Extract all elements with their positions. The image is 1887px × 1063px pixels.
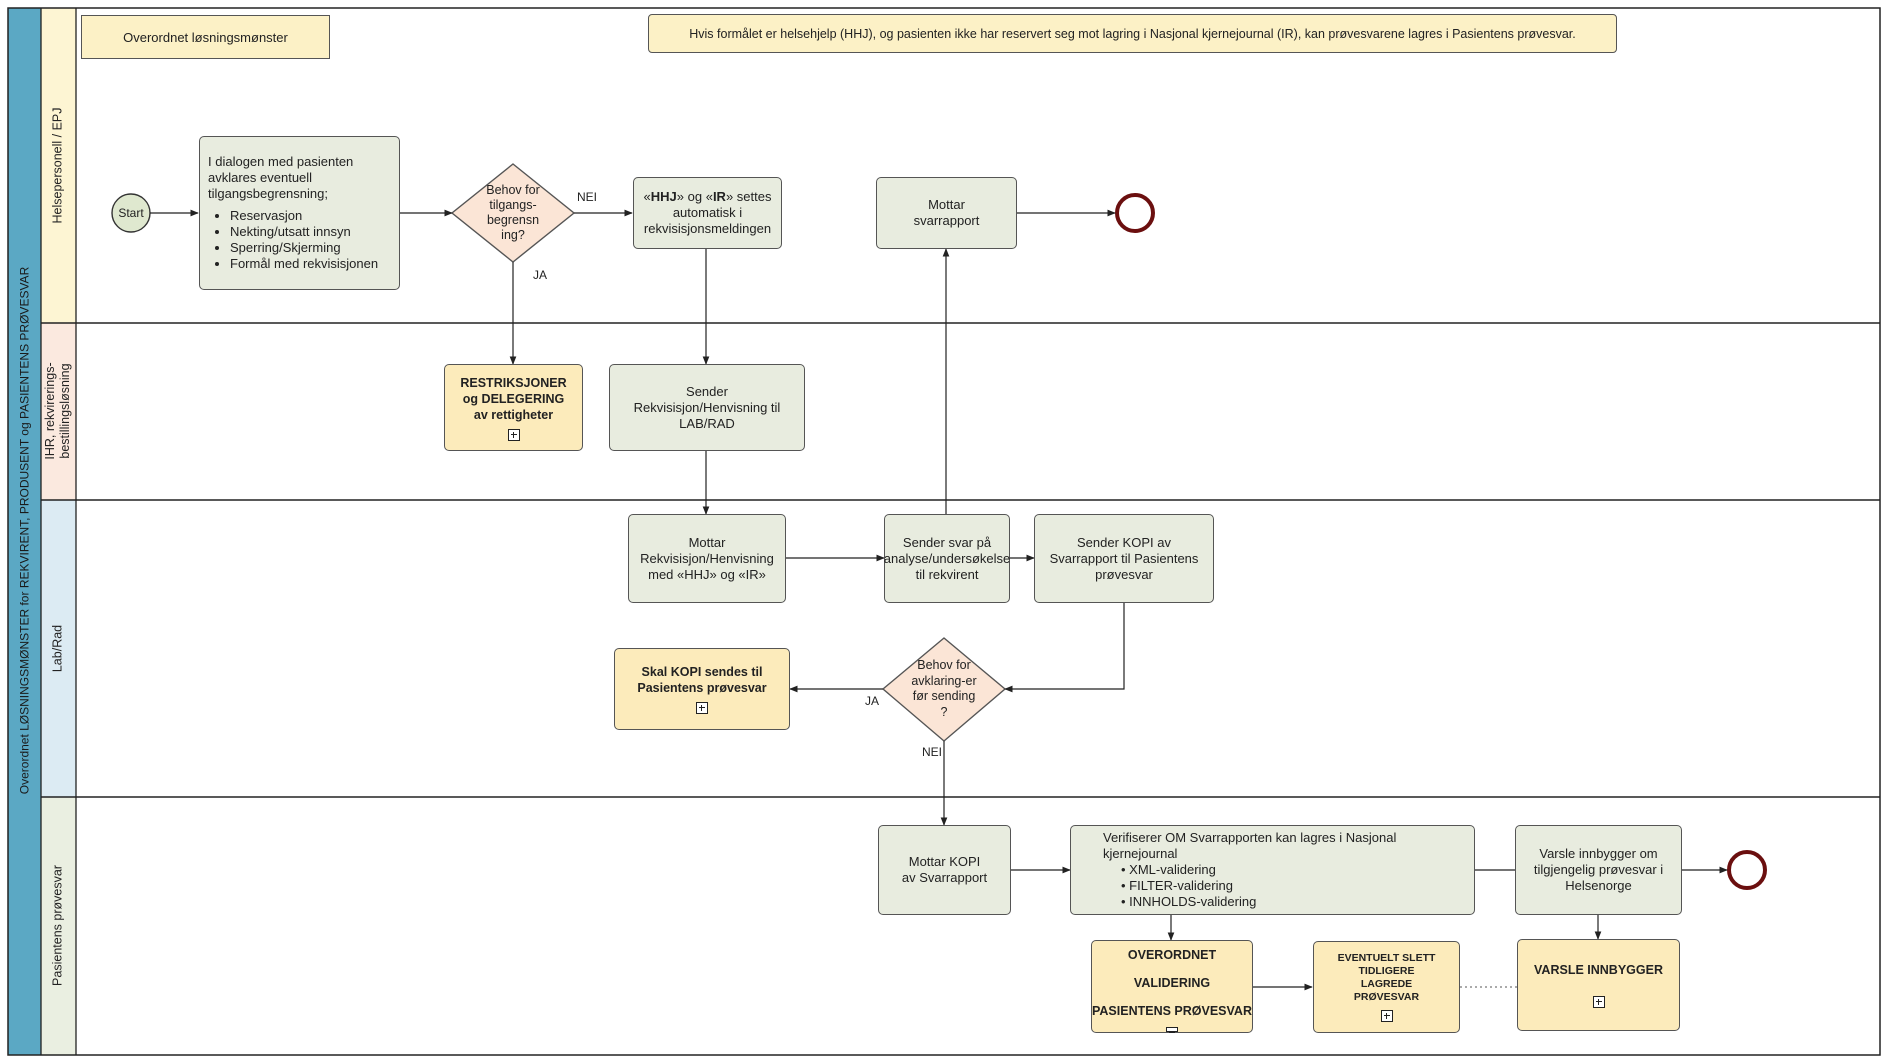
end-event-1	[1115, 193, 1155, 233]
lane-label-helsepersonell: Helsepersonell / EPJ	[50, 107, 65, 224]
expand-icon	[1166, 1027, 1178, 1034]
expand-icon	[1380, 1010, 1393, 1022]
task-verifiserer-text: Verifiserer OM Svarrapporten kan lagres …	[1103, 830, 1397, 861]
list-item: Sperring/Skjerming	[230, 240, 378, 256]
task-verifiserer: Verifiserer OM Svarrapporten kan lagres …	[1070, 825, 1475, 915]
subprocess-skal-kopi: Skal KOPI sendes til Pasientens prøvesva…	[614, 648, 790, 730]
subprocess-eventuelt-label: EVENTUELT SLETT TIDLIGERE LAGREDE PRØVES…	[1337, 952, 1436, 1003]
edge-label-ja-2: JA	[865, 694, 880, 708]
task-mottar-svarrapport: Mottar svarrapport	[876, 177, 1017, 249]
task-verifiserer-list: • XML-validering • FILTER-validering • I…	[1103, 862, 1256, 910]
list-item: • XML-validering	[1121, 862, 1216, 877]
gateway-avklaring-label: Behov for avklaring-er før sending ?	[911, 658, 977, 719]
expand-icon	[696, 702, 708, 714]
edge-label-nei-1: NEI	[577, 190, 598, 204]
edge-label-nei-2: NEI	[922, 745, 943, 759]
expand-icon	[507, 428, 520, 441]
task-dialog-text: I dialogen med pasienten avklares eventu…	[208, 154, 354, 201]
lane-ihr-band	[41, 323, 76, 500]
task-dialog-avklaring: I dialogen med pasienten avklares eventu…	[199, 136, 400, 290]
list-item: Formål med rekvisisjonen	[230, 256, 378, 272]
task-sender-rekvisisjon: Sender Rekvisisjon/Henvisning til LAB/RA…	[609, 364, 805, 451]
task-hhj-ir-settes: «HHJ» og «IR» settes automatisk i rekvis…	[633, 177, 782, 249]
subprocess-restriksjoner: RESTRIKSJONER og DELEGERING av rettighet…	[444, 364, 583, 451]
lane-label-ihr: IHR, rekvirerings- bestillingsløsning	[43, 362, 72, 460]
subprocess-eventuelt-slett: EVENTUELT SLETT TIDLIGERE LAGREDE PRØVES…	[1313, 941, 1460, 1033]
title-note: Overordnet løsningsmønster	[81, 15, 330, 59]
pool-title: Overordnet LØSNINGSMØNSTER for REKVIRENT…	[17, 266, 32, 795]
subprocess-overordnet-validering: OVERORDNET VALIDERING PASIENTENS PRØVESV…	[1091, 940, 1253, 1034]
task-hhj-ir-line2: automatisk i rekvisisjonsmeldingen	[643, 205, 772, 236]
end-event-2	[1727, 850, 1767, 890]
lane-label-labrad: Lab/Rad	[50, 624, 65, 673]
edge-label-ja-1: JA	[533, 268, 548, 282]
lane-helsepersonell-band	[41, 8, 76, 323]
gateway-tilgangsbegrensning-label: Behov for tilgangs-begrensn ing?	[486, 183, 540, 242]
lane-provesvar-band	[41, 797, 76, 1055]
subprocess-validering-line2: PASIENTENS PRØVESVAR	[1092, 1004, 1252, 1018]
list-item: Reservasjon	[230, 208, 378, 224]
task-sender-kopi: Sender KOPI av Svarrapport til Pasienten…	[1034, 514, 1214, 603]
expand-icon	[1592, 996, 1605, 1008]
start-event-label: Start	[118, 206, 144, 220]
subprocess-skal-kopi-label: Skal KOPI sendes til Pasientens prøvesva…	[637, 665, 767, 695]
list-item: • INNHOLDS-validering	[1121, 894, 1257, 909]
subprocess-varsle-label: VARSLE INNBYGGER	[1534, 963, 1663, 977]
subprocess-restriksjoner-label: RESTRIKSJONER og DELEGERING av rettighet…	[460, 375, 567, 422]
info-note: Hvis formålet er helsehjelp (HHJ), og pa…	[648, 14, 1617, 53]
task-varsle-innbygger: Varsle innbygger om tilgjengelig prøvesv…	[1515, 825, 1682, 915]
task-mottar-rekvisisjon: Mottar Rekvisisjon/Henvisning med «HHJ» …	[628, 514, 786, 603]
list-item: • FILTER-validering	[1121, 878, 1233, 893]
subprocess-validering-line1: OVERORDNET VALIDERING	[1127, 948, 1217, 990]
task-sender-svar: Sender svar på analyse/undersøkelse til …	[884, 514, 1010, 603]
list-item: Nekting/utsatt innsyn	[230, 224, 378, 240]
lane-labrad-band	[41, 500, 76, 797]
subprocess-varsle-innbygger: VARSLE INNBYGGER	[1517, 939, 1680, 1031]
task-mottar-kopi: Mottar KOPI av Svarrapport	[878, 825, 1011, 915]
pool-band	[8, 8, 41, 1055]
lane-label-provesvar: Pasientens prøvesvar	[50, 865, 65, 986]
task-dialog-list: Reservasjon Nekting/utsatt innsyn Sperri…	[208, 208, 378, 272]
task-hhj-ir-line1: «HHJ» og «IR» settes	[643, 189, 772, 204]
